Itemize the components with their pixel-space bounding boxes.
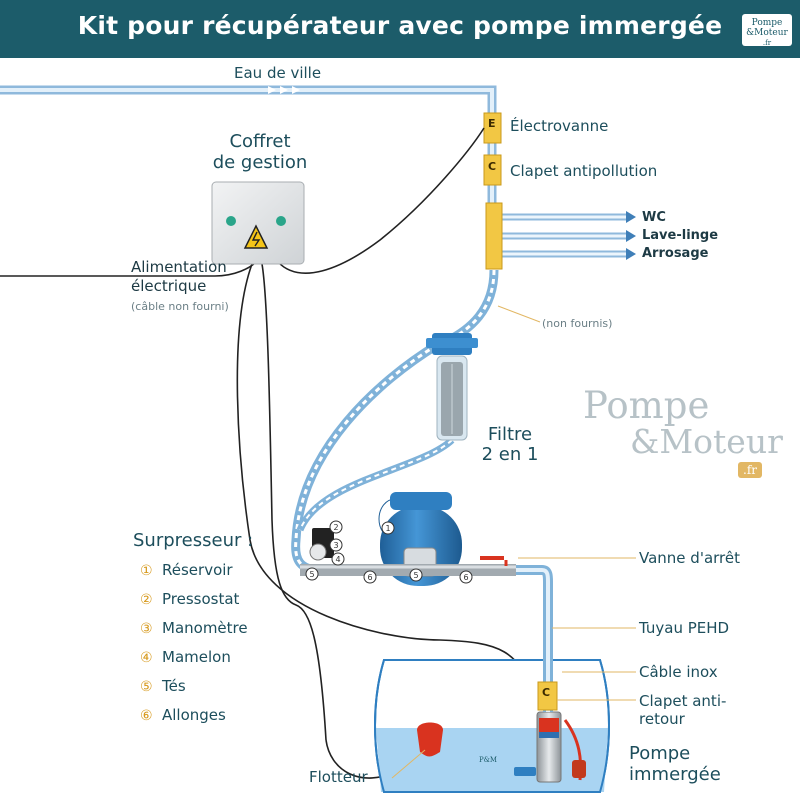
- legend-number: ⑥: [140, 708, 153, 724]
- svg-text:4: 4: [335, 555, 340, 564]
- electrovanne-label: Électrovanne: [510, 117, 609, 135]
- legend-item: ⑥ Allonges: [140, 706, 226, 724]
- eau-de-ville-label: Eau de ville: [234, 64, 322, 82]
- lave-linge-label: Lave-linge: [642, 228, 719, 243]
- legend-label: Allonges: [162, 706, 226, 724]
- pehd-pipe: [516, 565, 558, 712]
- clapet-antipollution-label: Clapet antipollution: [510, 162, 658, 180]
- flow-arrow-icon: [292, 86, 300, 94]
- coffret-label-line2: de gestion: [212, 152, 308, 173]
- clapet-antipollution-block: [483, 154, 502, 186]
- flow-arrow-icon: [280, 86, 288, 94]
- logo-line3: .fr: [762, 39, 772, 47]
- clapet-letter: C: [488, 160, 497, 173]
- svg-text:6: 6: [367, 573, 372, 582]
- electrovanne-letter: E: [488, 117, 496, 130]
- legend-number: ①: [140, 563, 153, 579]
- booster-unit: 1 2 3 4 5 5 6 6: [300, 492, 516, 586]
- leader-lines: [391, 305, 636, 779]
- coffret-label-line1: Coffret: [229, 131, 291, 152]
- brand-logo: Pompe &Moteur .fr: [742, 14, 792, 47]
- indicator-light-icon: [276, 216, 286, 226]
- arrow-right-icon: [626, 211, 636, 223]
- legend-label: Manomètre: [162, 619, 248, 637]
- tank-logo-mark: P&M: [479, 756, 497, 764]
- submersible-pump: [536, 711, 586, 783]
- legend-number: ③: [140, 621, 153, 637]
- alimentation-label-line2: électrique: [131, 277, 207, 295]
- arrow-right-icon: [626, 248, 636, 260]
- non-fournis-label: (non fournis): [542, 317, 613, 330]
- manifold-block: [485, 202, 503, 270]
- outlet-pipes: [500, 211, 636, 260]
- flow-arrow-icon: [268, 86, 276, 94]
- watermark-line2: &Moteur: [630, 422, 783, 461]
- legend-label: Réservoir: [162, 561, 233, 579]
- legend-item: ② Pressostat: [140, 590, 239, 608]
- clapet-anti-retour-label-line2: retour: [639, 710, 685, 728]
- legend-item: ③ Manomètre: [140, 619, 248, 637]
- legend-number: ④: [140, 650, 153, 666]
- legend-label: Pressostat: [162, 590, 240, 608]
- flexible-hose: [291, 269, 499, 575]
- pompe-label-line2: immergée: [629, 764, 721, 785]
- legend-item: ④ Mamelon: [140, 648, 231, 666]
- float-switch: [417, 722, 443, 757]
- alimentation-label-line1: Alimentation: [131, 258, 227, 276]
- legend-number: ⑤: [140, 679, 153, 695]
- legend-number: ②: [140, 592, 153, 608]
- clapet-anti-retour-label-line1: Clapet anti-: [639, 692, 727, 710]
- logo-line2: &Moteur: [746, 28, 788, 38]
- legend-label: Tés: [162, 677, 186, 695]
- svg-text:5: 5: [413, 571, 418, 580]
- cable-inox-label: Câble inox: [639, 663, 718, 681]
- vanne-arret-label: Vanne d'arrêt: [639, 549, 740, 567]
- legend-item: ⑤ Tés: [140, 677, 186, 695]
- logo-line1: Pompe: [751, 18, 783, 28]
- cable-non-fourni-label: (câble non fourni): [131, 300, 229, 313]
- filtre-label-line2: 2 en 1: [481, 444, 539, 465]
- filtre-label-line1: Filtre: [487, 424, 533, 445]
- watermark-line1: Pompe: [583, 384, 710, 427]
- watermark-suffix: .fr: [738, 462, 762, 478]
- legend-item: ① Réservoir: [140, 561, 233, 579]
- check-valve-block: [537, 681, 558, 711]
- svg-text:2: 2: [333, 523, 338, 532]
- clapet-anti-retour-letter: C: [542, 686, 551, 699]
- electrical-wires: [0, 127, 536, 779]
- pompe-label-line1: Pompe: [629, 743, 691, 764]
- svg-text:6: 6: [463, 573, 468, 582]
- header-banner: Kit pour récupérateur avec pompe immergé…: [0, 0, 800, 58]
- arrosage-label: Arrosage: [642, 246, 709, 261]
- wc-label: WC: [642, 210, 666, 225]
- legend-label: Mamelon: [162, 648, 231, 666]
- surpresseur-title: Surpresseur :: [133, 530, 254, 551]
- warning-triangle-icon: [243, 224, 269, 249]
- tuyau-pehd-label: Tuyau PEHD: [639, 619, 730, 637]
- control-box: [211, 181, 305, 265]
- flotteur-label: Flotteur: [309, 768, 368, 786]
- indicator-light-icon: [226, 216, 236, 226]
- arrow-right-icon: [626, 230, 636, 242]
- electrovanne-block: [483, 112, 502, 144]
- svg-text:3: 3: [333, 541, 338, 550]
- svg-text:5: 5: [309, 570, 314, 579]
- svg-text:1: 1: [385, 524, 390, 533]
- filter-unit: [426, 333, 478, 441]
- page-title: Kit pour récupérateur avec pompe immergé…: [77, 11, 723, 40]
